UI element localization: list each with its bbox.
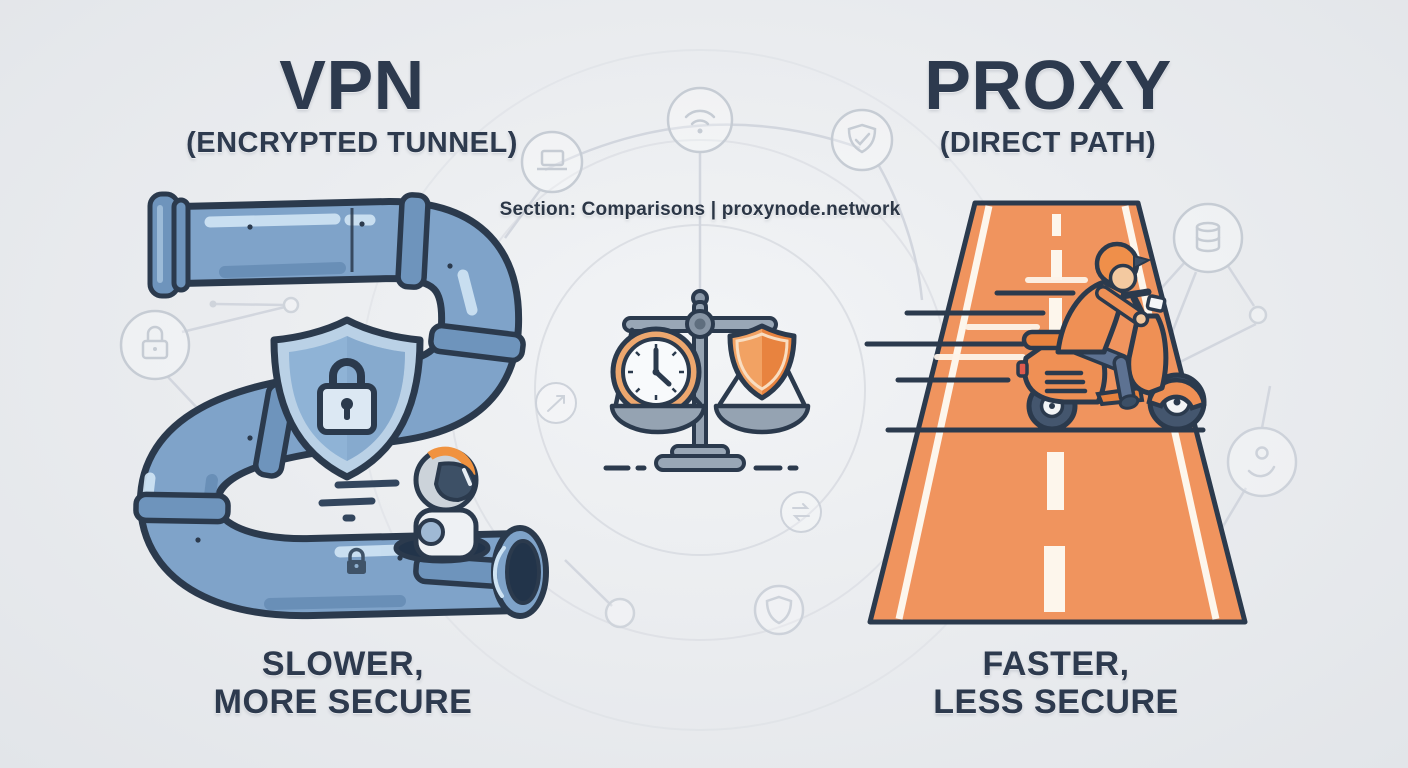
scooter-rider (1016, 241, 1207, 432)
vpn-title: VPN (279, 46, 425, 124)
vpn-caption: SLOWER, MORE SECURE (143, 645, 543, 721)
arrow-node-icon (535, 382, 577, 424)
proxy-subtitle: (DIRECT PATH) (939, 127, 1157, 159)
padlock-glyph-icon (347, 547, 366, 574)
mirror (1145, 294, 1167, 313)
database-icon (1172, 202, 1244, 274)
section-source-line: Section: Comparisons | proxynode.network (499, 199, 901, 220)
helmet-brim (1133, 254, 1152, 270)
speed-dashes (318, 479, 400, 522)
proxy-caption-line2: LESS SECURE (933, 683, 1179, 721)
vpn-tunnel-illustration (133, 191, 549, 620)
shield-icon (727, 323, 797, 401)
hand-icon (1226, 426, 1298, 498)
transfer-arrows-icon (780, 491, 822, 533)
proxy-title: PROXY (924, 46, 1172, 124)
robot-courier (393, 446, 491, 564)
right-pan (713, 403, 811, 435)
clock-icon (610, 326, 702, 418)
laptop-icon (520, 130, 584, 194)
vpn-caption-line2: MORE SECURE (213, 683, 473, 721)
taillight (1016, 360, 1029, 378)
rider (1055, 241, 1152, 410)
shield-outline-icon (753, 584, 805, 636)
pipe-open-mouth (491, 525, 549, 619)
vpn-subtitle: (ENCRYPTED TUNNEL) (186, 127, 518, 159)
proxy-road-illustration (864, 200, 1248, 625)
balance-scale (603, 289, 811, 472)
left-pan (609, 403, 707, 435)
shield-check-icon (830, 108, 894, 172)
shield-lock-icon (270, 316, 424, 481)
proxy-caption-line1: FASTER, (982, 645, 1130, 683)
tradeoff-balance-illustration (603, 289, 811, 472)
proxy-caption: FASTER, LESS SECURE (856, 645, 1256, 721)
padlock-icon (119, 309, 191, 381)
pipe-flange (147, 191, 191, 299)
wifi-icon (666, 86, 734, 154)
vpn-caption-line1: SLOWER, (261, 645, 425, 683)
network-node-icon (209, 296, 1268, 629)
